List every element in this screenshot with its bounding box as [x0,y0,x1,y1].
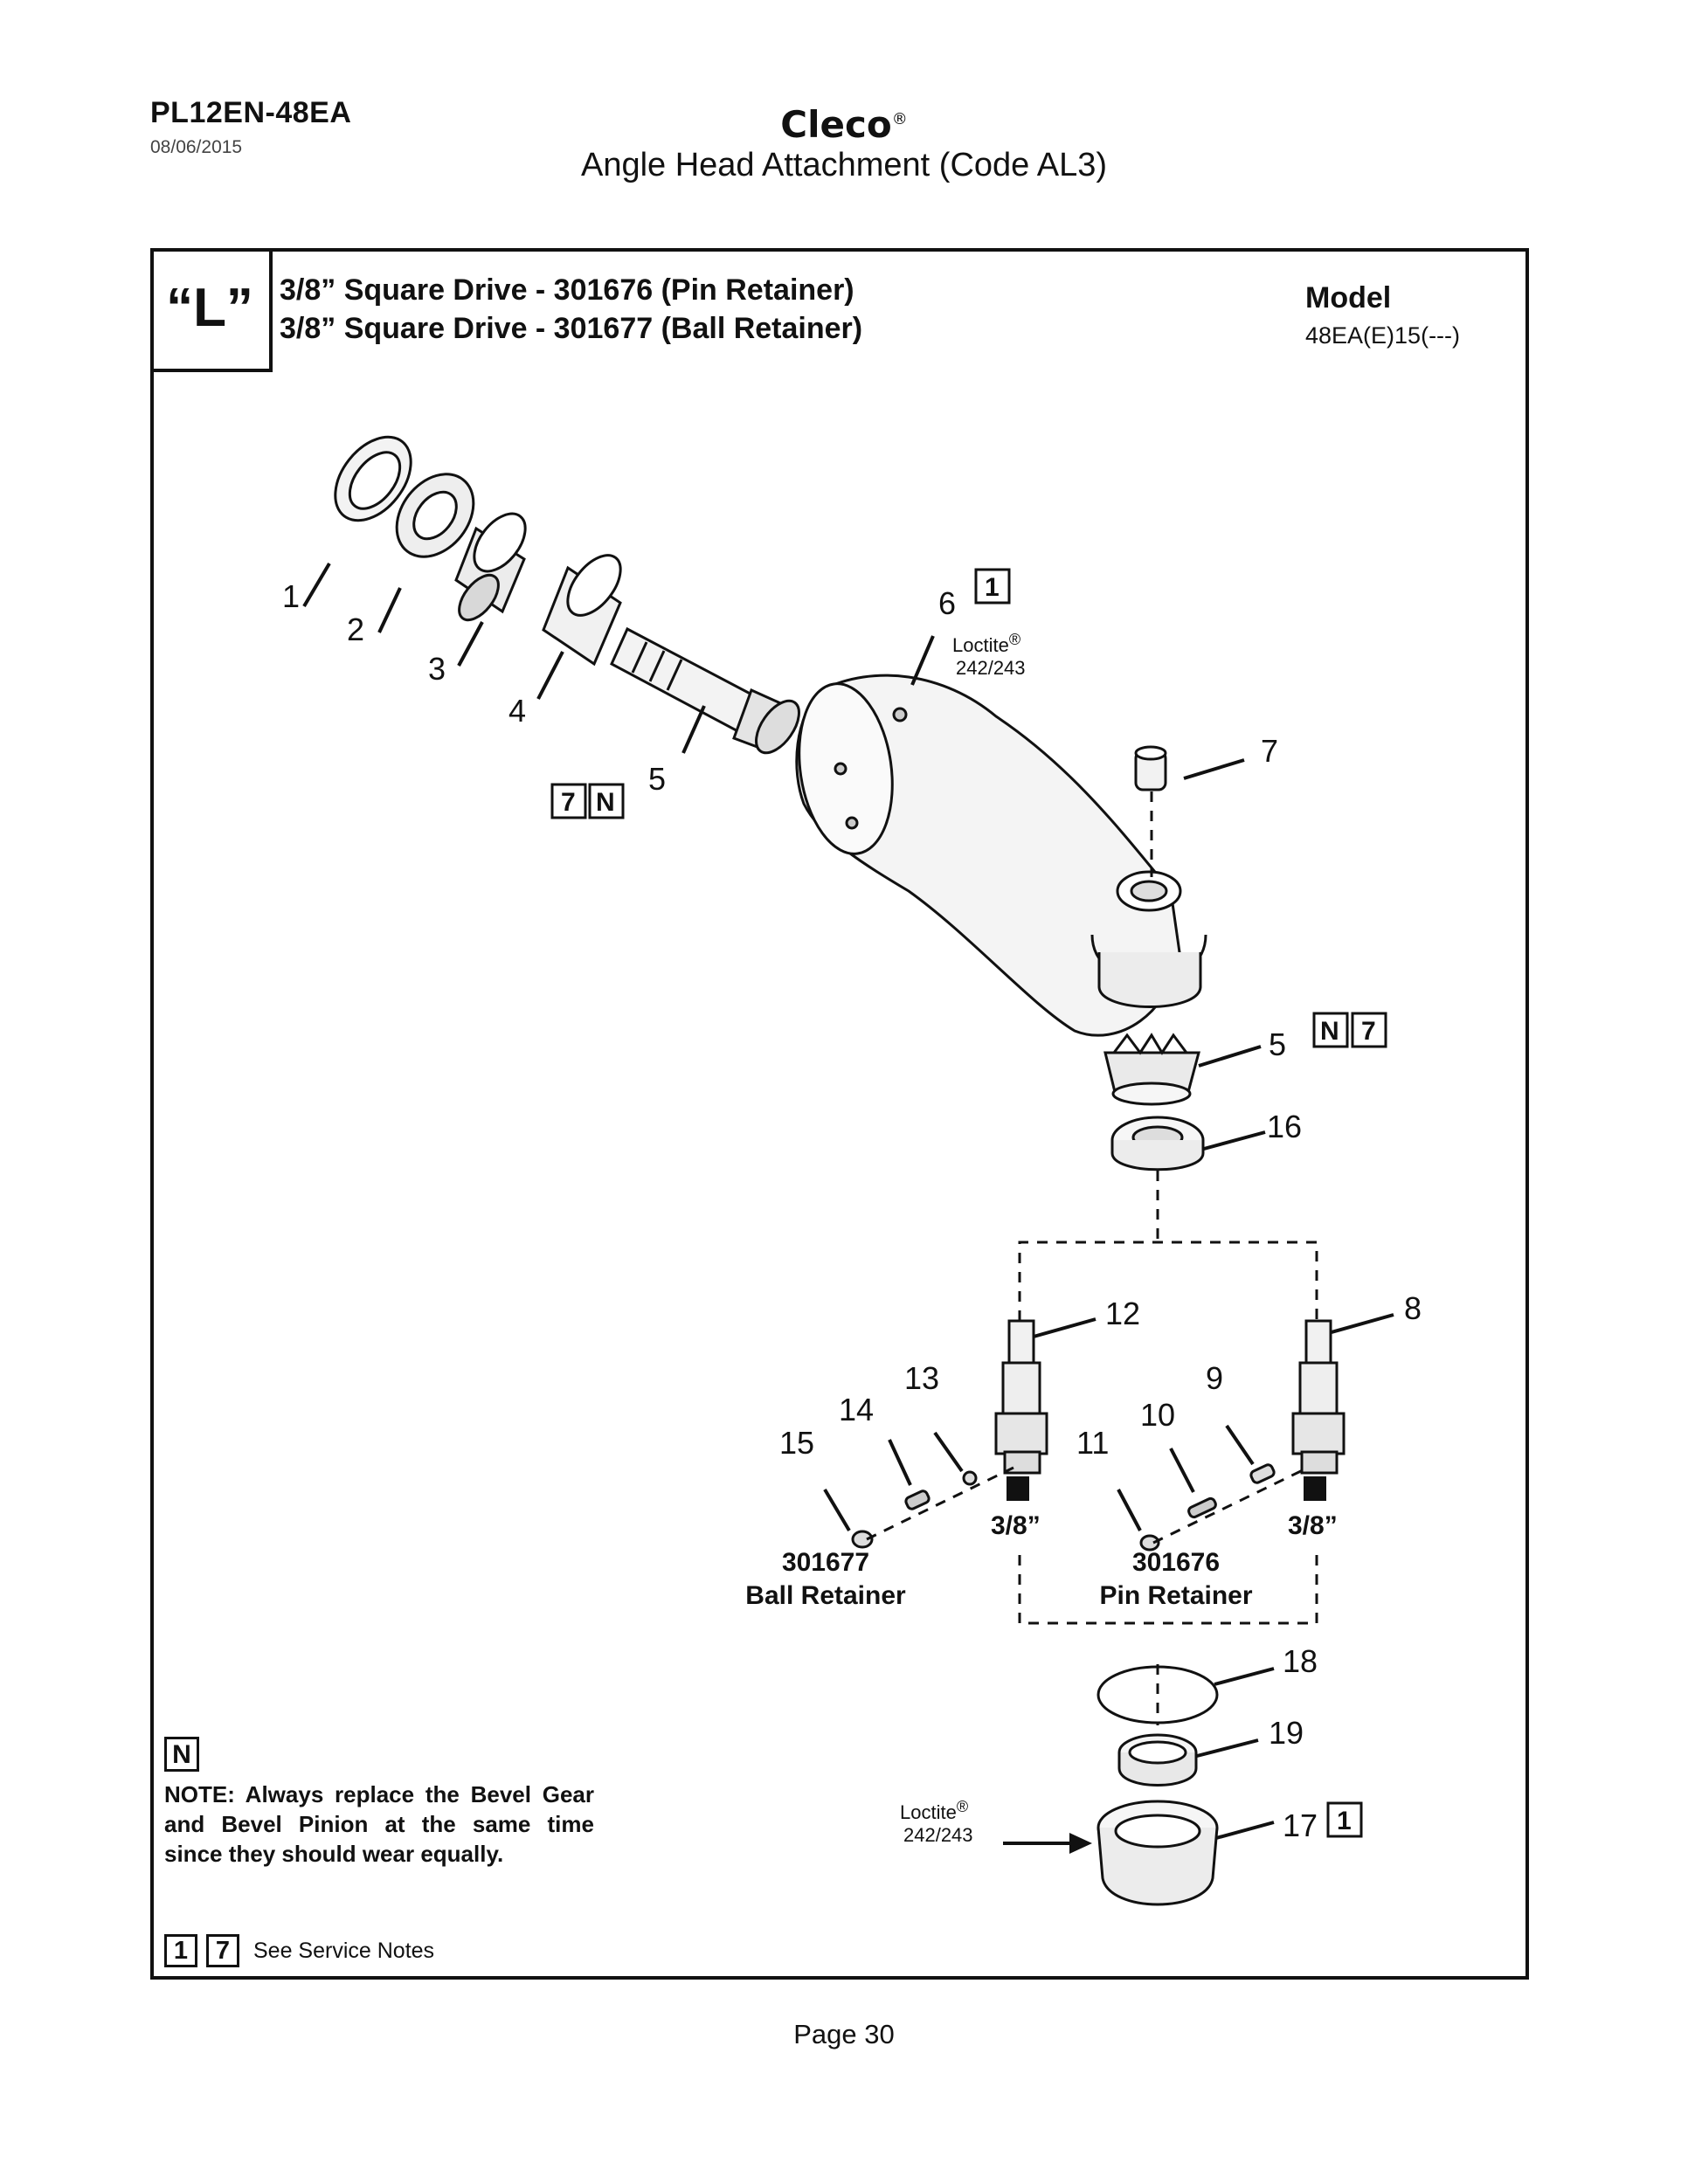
brand-name: Cleco [780,103,892,146]
callout-16: 16 [1267,1109,1302,1144]
loctite-grade-upper: 242/243 [956,657,1026,679]
page-number: Page 30 [793,2019,895,2049]
spring-part-14 [904,1489,930,1510]
diagram-frame [150,248,1529,1980]
note-marker-box: N [164,1737,199,1772]
callout-10: 10 [1140,1397,1175,1433]
bushing-part-3 [454,512,527,622]
callout-1: 1 [282,578,300,614]
ring-part-19 [1117,1733,1198,1787]
square-drive-part-12 [994,1319,1048,1475]
spring-part-10 [1187,1496,1217,1519]
retainer-part-11 [1139,1534,1160,1552]
section-letter-box: “L” [150,248,273,372]
callout-7: 7 [1261,733,1278,769]
loctite-brand-upper: Loctite® [952,631,1020,656]
retainer-part-15 [851,1530,874,1549]
service-notes-label: See Service Notes [253,1939,435,1963]
pin-retainer-part-number: 301676 [1132,1548,1220,1577]
callout-2: 2 [347,612,364,647]
o-ring-part-18 [1097,1665,1219,1724]
callout-5-upper: 5 [648,761,666,797]
document-date: 08/06/2015 [150,137,243,157]
drive-size-left: 3/8” [991,1511,1041,1540]
callout-14: 14 [839,1392,874,1427]
loctite-brand-lower: Loctite® [900,1798,968,1823]
callout-19: 19 [1269,1715,1304,1751]
callout-18: 18 [1283,1643,1318,1679]
angle-head-housing-part-6 [795,674,1207,1037]
ball-retainer-part-number: 301677 [782,1548,869,1577]
callout-5-lower: 5 [1269,1026,1286,1062]
retaining-nut-part-17 [1097,1800,1219,1906]
callout-11: 11 [1076,1425,1109,1461]
ball-retainer-label: Ball Retainer [745,1581,906,1610]
drive-title-pin: 3/8” Square Drive - 301676 (Pin Retainer… [280,273,854,307]
callout-6: 6 [938,585,956,621]
page-subtitle: Angle Head Attachment (Code AL3) [580,147,1108,183]
callout-3: 3 [428,651,446,687]
pin-part-9 [1249,1463,1276,1484]
seal-ring-part-1 [334,435,412,522]
square-drive-symbol-right [1304,1476,1326,1501]
service-box-7-pinion: 7 [561,788,576,817]
note-text: NOTE: Always replace the Bevel Gear and … [164,1781,594,1867]
document-id: PL12EN-48EA [150,96,352,129]
bevel-gear-part-5 [1103,1033,1200,1106]
service-box-1-nut: 1 [1337,1807,1352,1835]
service-note-box-1: 1 [164,1934,197,1967]
pin-retainer-label: Pin Retainer [1099,1581,1252,1610]
callout-12: 12 [1105,1296,1140,1331]
service-note-box-7: 7 [206,1934,239,1967]
plug-part-7 [1134,745,1167,791]
square-drive-symbol-left [1007,1476,1029,1501]
service-box-n-gear: N [1320,1017,1339,1046]
bevel-pinion-shaft-part-5 [610,626,800,755]
loctite-arrow [1003,1833,1092,1854]
service-box-7-gear: 7 [1361,1017,1376,1046]
brand-logo: Cleco® [0,103,1688,146]
ball-part-13 [962,1470,978,1486]
callout-8: 8 [1404,1290,1422,1326]
registered-mark: ® [891,110,908,128]
sleeve-part-4 [542,554,622,667]
loctite-grade-lower: 242/243 [903,1824,973,1846]
callout-13: 13 [904,1360,939,1396]
square-drive-part-8 [1291,1319,1346,1475]
bearing-part-16 [1110,1116,1205,1171]
callout-4: 4 [508,693,526,729]
drive-size-right: 3/8” [1288,1511,1338,1540]
callout-9: 9 [1206,1360,1223,1396]
callout-17: 17 [1283,1807,1318,1843]
model-code: 48EA(E)15(---) [1305,322,1461,349]
service-box-1-housing: 1 [985,573,1000,602]
model-heading: Model [1305,281,1392,314]
drive-title-ball: 3/8” Square Drive - 301677 (Ball Retaine… [280,312,863,345]
service-box-n-pinion: N [596,788,615,817]
callout-15: 15 [779,1425,814,1461]
bearing-part-2 [395,473,475,558]
